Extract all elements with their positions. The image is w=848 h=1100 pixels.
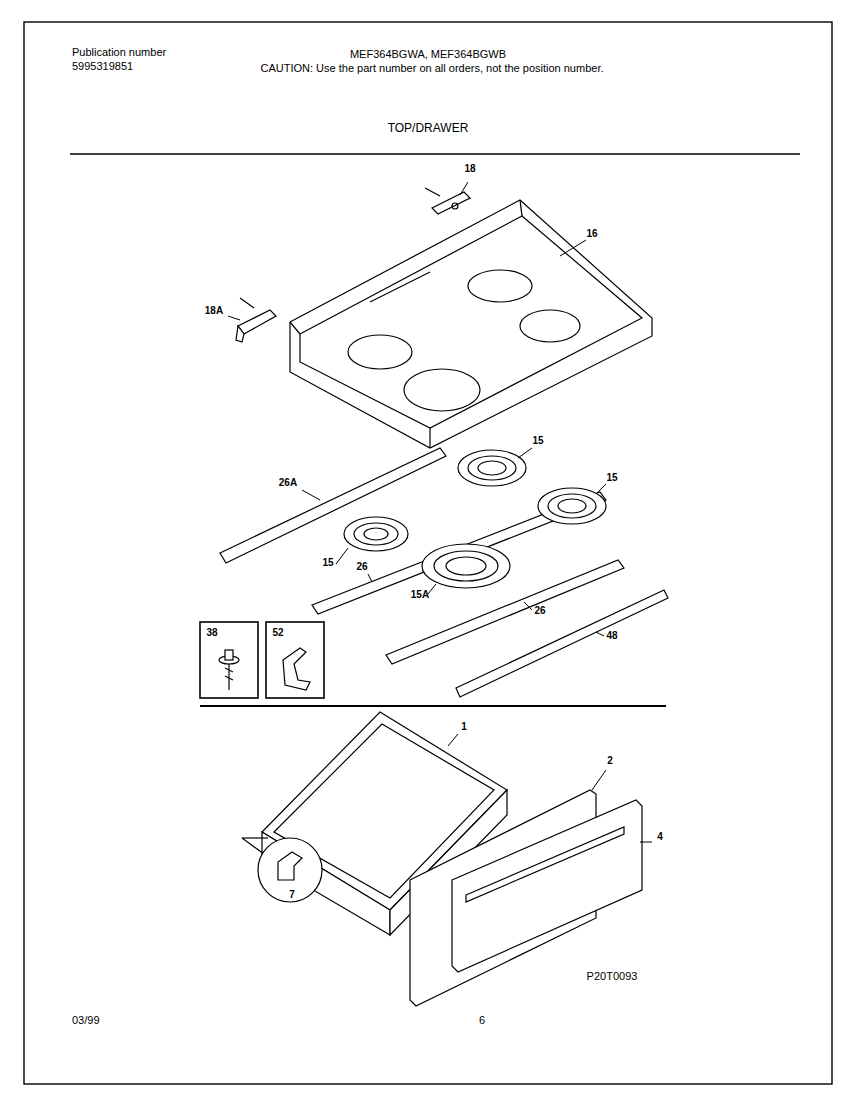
callout-number: 26	[534, 604, 545, 617]
header-rule	[70, 153, 800, 154]
header-text: MEF364BGWA, MEF364BGWB	[350, 48, 506, 61]
inset-box	[266, 622, 324, 698]
callout-number: 38	[206, 626, 217, 639]
callout-number: 48	[606, 629, 617, 642]
callout-number: 1	[461, 720, 467, 733]
clip	[283, 648, 310, 690]
bracket	[236, 298, 276, 342]
header-text: 5995319851	[72, 60, 133, 73]
header-text: 6	[479, 1014, 485, 1027]
callout-number: 16	[586, 227, 597, 240]
section-title: TOP/DRAWER	[388, 122, 469, 135]
header-text: Publication number	[72, 46, 166, 59]
drawer-front	[452, 800, 642, 972]
rail	[220, 448, 446, 563]
inset-box	[200, 622, 258, 698]
rail	[312, 492, 606, 614]
callout-number: 18A	[205, 304, 223, 317]
callout-number: 4	[657, 830, 663, 843]
callout-number: 52	[272, 626, 283, 639]
screw-stud	[219, 650, 239, 690]
callout-number: 7	[289, 888, 295, 901]
drawer-glide	[242, 838, 322, 902]
leader-line	[228, 182, 652, 842]
bracket	[425, 188, 470, 214]
callout-number: 15	[532, 434, 543, 447]
header-text: 03/99	[72, 1014, 100, 1027]
header-text: CAUTION: Use the part number on all orde…	[261, 62, 604, 75]
header-text: P20T0093	[587, 970, 638, 983]
callout-number: 26	[356, 560, 367, 573]
section-rule	[200, 705, 666, 707]
trim-strip	[456, 590, 668, 697]
cooktop	[290, 200, 652, 448]
page-frame	[24, 22, 832, 1084]
callout-number: 15A	[411, 588, 429, 601]
callout-number: 2	[607, 754, 613, 767]
callout-number: 26A	[279, 476, 297, 489]
surface-element	[344, 450, 606, 588]
callout-number: 15	[322, 556, 333, 569]
callout-number: 18	[464, 162, 475, 175]
callout-number: 15	[606, 471, 617, 484]
